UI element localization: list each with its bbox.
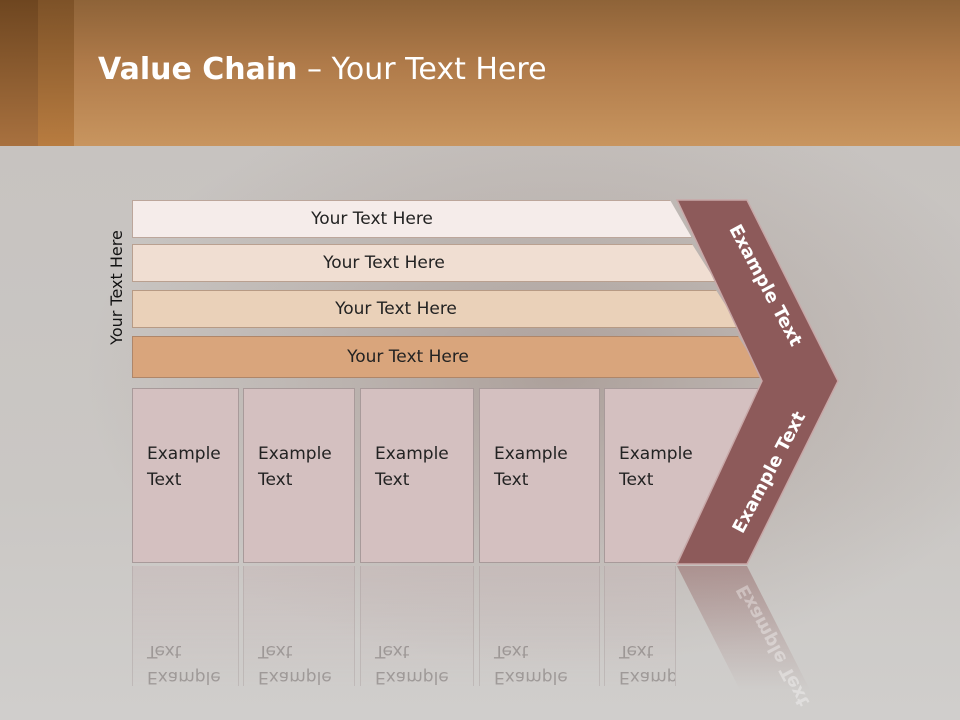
support-row-3[interactable]: Your Text Here (132, 290, 740, 328)
primary-activity-box-1[interactable]: Example Text (132, 388, 239, 563)
header-accent-strip-2 (38, 0, 74, 146)
box-text-line1: Example (258, 444, 332, 464)
box-text-line2: Text (147, 470, 182, 490)
box-text-line2: Text (494, 470, 529, 490)
box-text-line2: Text (375, 470, 410, 490)
support-row-label: Your Text Here (323, 253, 445, 273)
support-row-4[interactable]: Your Text Here (132, 336, 764, 378)
box-text-line1: Example (494, 444, 568, 464)
primary-activity-box-3[interactable]: Example Text (360, 388, 474, 563)
box-text-line1: Example (619, 444, 693, 464)
title-bold: Value Chain (98, 52, 298, 87)
support-row-label: Your Text Here (311, 209, 433, 229)
box-text-line2: Text (258, 470, 293, 490)
header-accent-strip-1 (0, 0, 38, 146)
title-rest: – Your Text Here (297, 52, 547, 87)
margin-chevron-reflection (677, 566, 810, 690)
primary-activity-box-4[interactable]: Example Text (479, 388, 600, 563)
box-text-line1: Example (375, 444, 449, 464)
support-row-2[interactable]: Your Text Here (132, 244, 716, 282)
box-text-line2: Text (619, 470, 654, 490)
support-row-label: Your Text Here (347, 347, 469, 367)
support-row-1[interactable]: Your Text Here (132, 200, 692, 238)
margin-chevron-shape[interactable] (675, 199, 839, 565)
box-text-line1: Example (147, 444, 221, 464)
slide-title: Value Chain – Your Text Here (98, 52, 547, 87)
support-row-label: Your Text Here (335, 299, 457, 319)
header-band: Value Chain – Your Text Here (0, 0, 960, 146)
primary-activity-box-2[interactable]: Example Text (243, 388, 355, 563)
